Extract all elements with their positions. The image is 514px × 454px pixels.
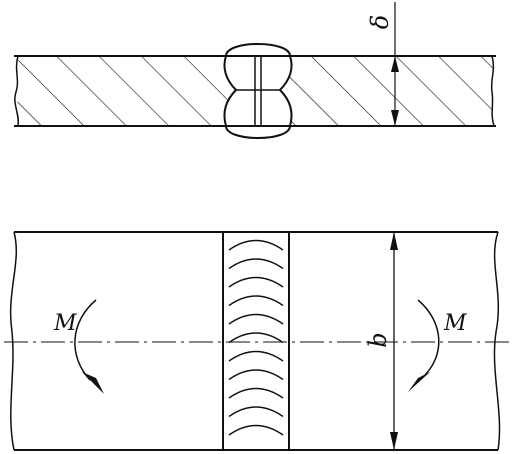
- width-arrow-top: [390, 232, 398, 250]
- weld-ripple: [228, 332, 284, 344]
- width-arrow-bottom: [390, 432, 398, 450]
- thickness-label: δ: [366, 15, 394, 29]
- moment-right-arrow: [408, 372, 430, 392]
- plan-view: b M M: [4, 231, 512, 451]
- thickness-arrow-bottom: [391, 110, 399, 126]
- weld-cap-top: [225, 43, 291, 57]
- weld-ripple: [228, 276, 284, 288]
- weld-ripple: [228, 387, 284, 399]
- moment-left-label: M: [53, 311, 77, 336]
- plate-break-left: [14, 55, 20, 127]
- moment-left-arrow: [82, 372, 104, 394]
- weld-ripple: [228, 406, 284, 418]
- weld-cap-bottom: [225, 125, 291, 139]
- weld-ripple: [228, 295, 284, 307]
- weld-ripple: [228, 424, 284, 436]
- weld-gap: [224, 56, 292, 126]
- thickness-arrow-top: [391, 56, 399, 72]
- moment-right-label: M: [443, 311, 467, 336]
- plan-break-right: [493, 231, 501, 451]
- moment-left-arc: [74, 299, 97, 381]
- width-label: b: [364, 332, 392, 347]
- weld-ripple: [228, 239, 284, 251]
- cross-section-view: δ: [14, 2, 496, 139]
- weld-ripple: [228, 313, 284, 325]
- weld-ripples: [228, 239, 284, 436]
- weld-ripple: [228, 350, 284, 362]
- moment-right-arc: [417, 299, 440, 379]
- plate-break-right: [490, 55, 495, 127]
- plan-break-left: [9, 231, 18, 451]
- weld-ripple: [228, 258, 284, 270]
- weld-ripple: [228, 369, 284, 381]
